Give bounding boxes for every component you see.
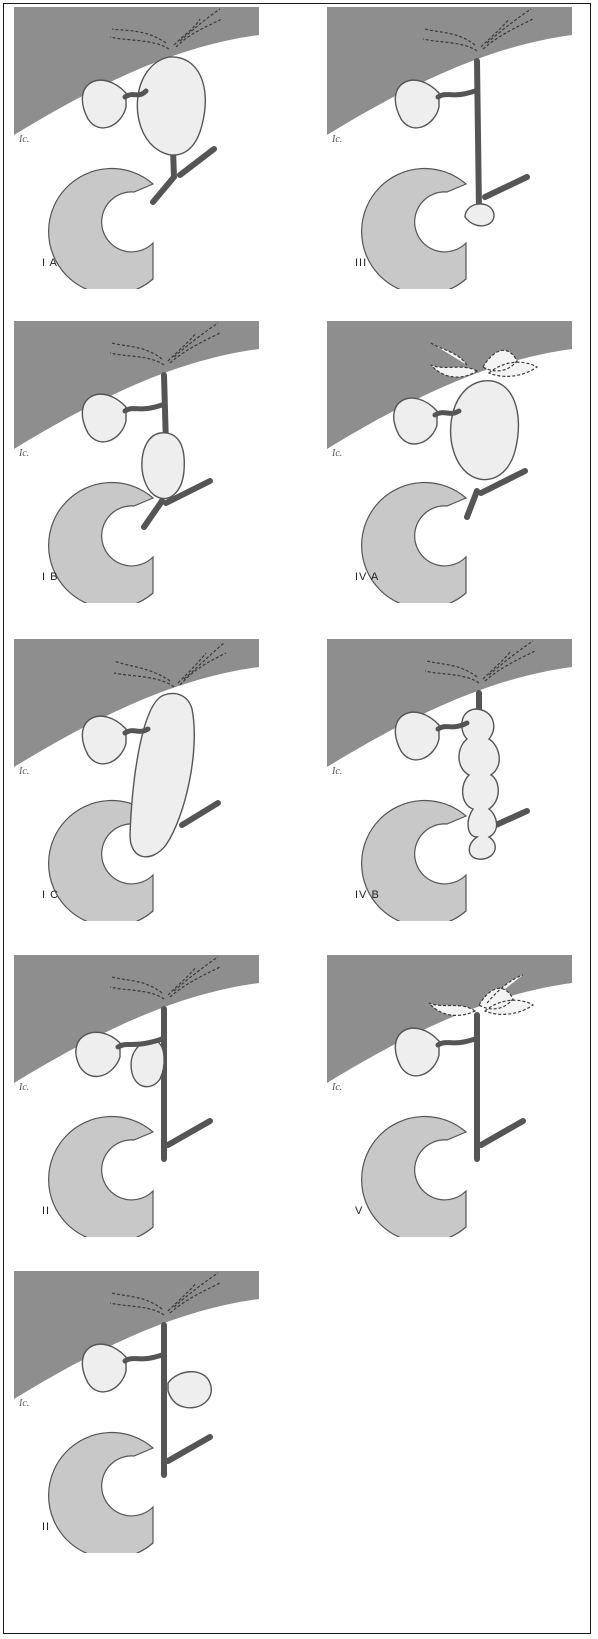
gb-shape [394, 398, 437, 444]
artist-signature: Ic. [19, 448, 29, 459]
panel-type-ii-a-illustration [14, 955, 259, 1237]
panel-type-v: Ic. V [327, 955, 572, 1237]
panel-type-iva: Ic. IV A [327, 321, 572, 603]
panel-type-ii-b-illustration [14, 1271, 259, 1553]
panel-label: IV A [355, 571, 379, 583]
artist-signature: Ic. [332, 1082, 342, 1093]
gb-shape [82, 80, 126, 128]
liver-shape [327, 639, 572, 767]
artist-signature: Ic. [19, 766, 29, 777]
panel-type-ii-a: Ic. II [14, 955, 259, 1237]
cyst-shape [465, 204, 494, 226]
duodenum-shape [362, 169, 466, 289]
ducts-solid-shape [477, 61, 527, 211]
artist-signature: Ic. [19, 134, 29, 145]
liver-shape [14, 321, 259, 449]
gb-shape [395, 712, 439, 760]
figure-frame: Ic. I A Ic. III Ic. I B [3, 3, 591, 1634]
panel-type-ivb-illustration [327, 639, 572, 921]
cystic-shape [438, 91, 475, 97]
panel-label: I A [42, 257, 58, 269]
duodenum-shape [49, 1117, 153, 1238]
panel-type-ic: Ic. I C [14, 639, 259, 921]
cystic-shape [435, 411, 459, 415]
ducts-solid-shape [164, 1009, 210, 1159]
panel-label: I C [42, 889, 59, 901]
gb-shape [82, 1344, 126, 1392]
panel-type-iii: Ic. III [327, 7, 572, 289]
panel-label: II [42, 1205, 50, 1217]
cyst-shape [142, 433, 184, 499]
artist-signature: Ic. [19, 1082, 29, 1093]
cystic-shape [125, 1355, 162, 1361]
duodenum-shape [49, 1433, 153, 1554]
panel-type-iii-illustration [327, 7, 572, 289]
gb-shape [395, 80, 439, 128]
gb-shape [82, 394, 126, 442]
gb-shape [82, 716, 126, 764]
panel-type-iva-illustration [327, 321, 572, 603]
liver-shape [327, 955, 572, 1083]
duodenum-shape [362, 483, 466, 604]
duodenum-shape [362, 1117, 466, 1238]
ducts-solid-shape [477, 1015, 523, 1159]
panel-type-ib-illustration [14, 321, 259, 603]
cyst-shape [130, 694, 194, 857]
cyst-shape [131, 1041, 164, 1087]
cystic-shape [438, 1039, 475, 1045]
cystic-shape [125, 91, 146, 97]
duodenum-shape [49, 483, 153, 604]
liver-shape [14, 7, 259, 135]
panel-label: I B [42, 571, 58, 583]
cyst-shape [451, 381, 519, 480]
panel-label: II [42, 1521, 50, 1533]
panel-label: IV B [355, 889, 380, 901]
cyst-shape [168, 1372, 211, 1408]
panel-type-ib: Ic. I B [14, 321, 259, 603]
panel-type-ii-b: Ic. II [14, 1271, 259, 1553]
ducts-solid-shape [182, 803, 218, 825]
gb-shape [395, 1028, 439, 1076]
panel-type-ivb: Ic. IV B [327, 639, 572, 921]
gb-shape [76, 1032, 120, 1076]
liver-shape [327, 321, 572, 449]
duodenum-shape [49, 169, 153, 289]
panel-type-v-illustration [327, 955, 572, 1237]
duodenum-shape [362, 801, 466, 922]
panel-type-ic-illustration [14, 639, 259, 921]
cystic-shape [125, 729, 148, 733]
panel-label: III [355, 257, 367, 269]
panel-label: V [355, 1205, 363, 1217]
cyst-shape [459, 709, 499, 859]
liver-shape [327, 7, 572, 135]
artist-signature: Ic. [19, 1398, 29, 1409]
liver-shape [14, 1271, 259, 1399]
artist-signature: Ic. [332, 448, 342, 459]
liver-shape [14, 639, 259, 767]
cyst-shape [137, 57, 205, 155]
panel-type-ia: Ic. I A [14, 7, 259, 289]
cystic-shape [125, 405, 162, 411]
panel-type-ia-illustration [14, 7, 259, 289]
artist-signature: Ic. [332, 134, 342, 145]
artist-signature: Ic. [332, 766, 342, 777]
